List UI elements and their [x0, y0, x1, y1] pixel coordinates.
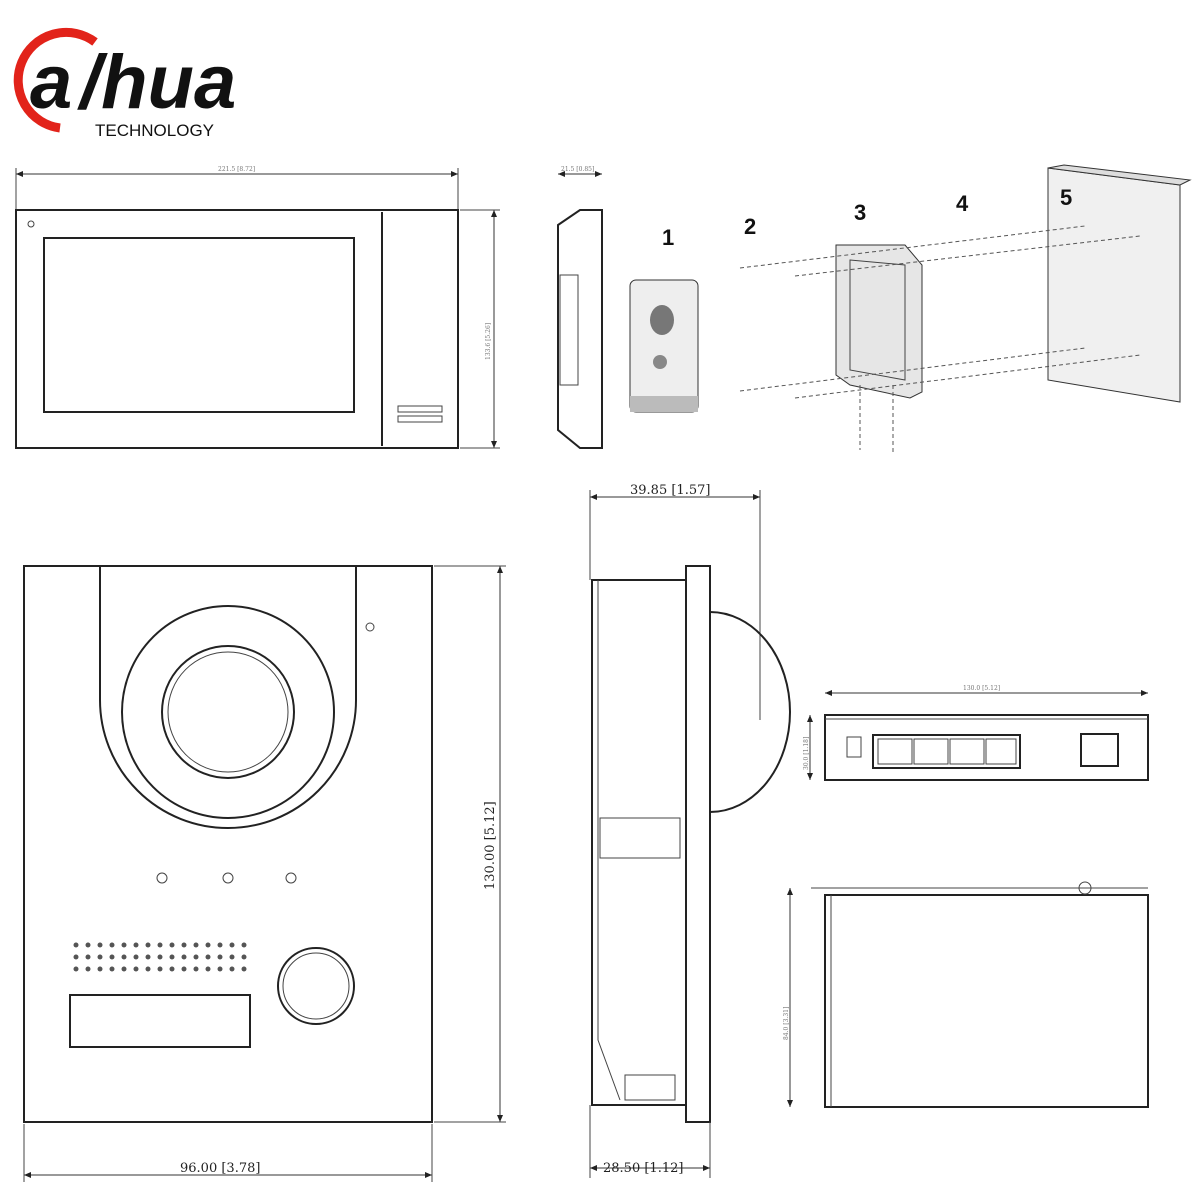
speaker-hole: [193, 966, 199, 972]
step-2-label: 2: [744, 214, 756, 239]
speaker-hole: [193, 954, 199, 960]
step-3-label: 3: [854, 200, 866, 225]
logo-tagline: TECHNOLOGY: [95, 121, 214, 140]
speaker-hole: [157, 954, 163, 960]
speaker-hole: [121, 942, 127, 948]
speaker-hole: [85, 966, 91, 972]
poe-switch-top: 84.0 [3.31]: [783, 881, 1149, 1108]
svg-text:/hua: /hua: [77, 40, 236, 125]
speaker-hole: [217, 942, 223, 948]
step-1-label: 1: [662, 225, 674, 250]
door-station-depth-dim: 39.85 [1.57]: [630, 483, 710, 498]
speaker-hole: [85, 954, 91, 960]
speaker-hole: [169, 966, 175, 972]
speaker-hole: [193, 942, 199, 948]
speaker-hole: [169, 942, 175, 948]
monitor-depth-dim: 21.5 [0.85]: [561, 166, 594, 173]
installation-diagram: 1 2 3 4 5: [629, 164, 1192, 452]
svg-text:a: a: [30, 40, 72, 125]
speaker-hole: [157, 966, 163, 972]
switch-depth-dim: 84.0 [3.31]: [783, 1007, 790, 1040]
speaker-hole: [85, 942, 91, 948]
speaker-hole: [133, 954, 139, 960]
speaker-hole: [97, 954, 103, 960]
speaker-hole: [241, 942, 247, 948]
speaker-hole: [145, 966, 151, 972]
speaker-hole: [73, 954, 79, 960]
speaker-hole: [217, 954, 223, 960]
door-station-flush-dim: 28.50 [1.12]: [603, 1161, 683, 1176]
door-station-front: 96.00 [3.78] 130.00 [5.12]: [23, 565, 506, 1182]
indoor-monitor-front: 221.5 [8.72] 133.6 [5.26]: [15, 166, 500, 449]
speaker-hole: [157, 942, 163, 948]
dahua-logo: a /hua TECHNOLOGY: [13, 27, 236, 140]
speaker-hole: [181, 954, 187, 960]
speaker-hole: [241, 954, 247, 960]
speaker-hole: [145, 942, 151, 948]
speaker-hole: [181, 942, 187, 948]
speaker-hole: [169, 954, 175, 960]
monitor-height-dim: 133.6 [5.26]: [485, 323, 492, 360]
speaker-hole: [73, 966, 79, 972]
speaker-hole: [205, 942, 211, 948]
door-station-height-dim: 130.00 [5.12]: [483, 801, 498, 890]
speaker-hole: [205, 966, 211, 972]
step-5-label: 5: [1060, 185, 1072, 210]
speaker-hole: [205, 954, 211, 960]
speaker-hole: [229, 954, 235, 960]
speaker-hole: [133, 966, 139, 972]
poe-switch-front: 130.0 [5.12] 30.0 [1.18]: [803, 685, 1149, 781]
monitor-width-dim: 221.5 [8.72]: [218, 166, 255, 173]
speaker-hole: [217, 966, 223, 972]
speaker-hole: [229, 966, 235, 972]
speaker-hole: [73, 942, 79, 948]
door-station-width-dim: 96.00 [3.78]: [180, 1161, 260, 1176]
speaker-hole: [97, 942, 103, 948]
door-station-side: 39.85 [1.57] 28.50 [1.12]: [589, 483, 791, 1178]
speaker-hole: [133, 942, 139, 948]
speaker-grille: [73, 942, 247, 972]
switch-height-dim: 30.0 [1.18]: [803, 737, 810, 770]
speaker-hole: [145, 954, 151, 960]
speaker-hole: [181, 966, 187, 972]
indoor-monitor-side: 21.5 [0.85]: [557, 166, 603, 449]
speaker-hole: [109, 954, 115, 960]
switch-width-dim: 130.0 [5.12]: [963, 685, 1000, 692]
speaker-hole: [229, 942, 235, 948]
speaker-hole: [97, 966, 103, 972]
speaker-hole: [109, 942, 115, 948]
speaker-hole: [121, 954, 127, 960]
speaker-hole: [109, 966, 115, 972]
step-4-label: 4: [956, 191, 969, 216]
speaker-hole: [241, 966, 247, 972]
speaker-hole: [121, 966, 127, 972]
